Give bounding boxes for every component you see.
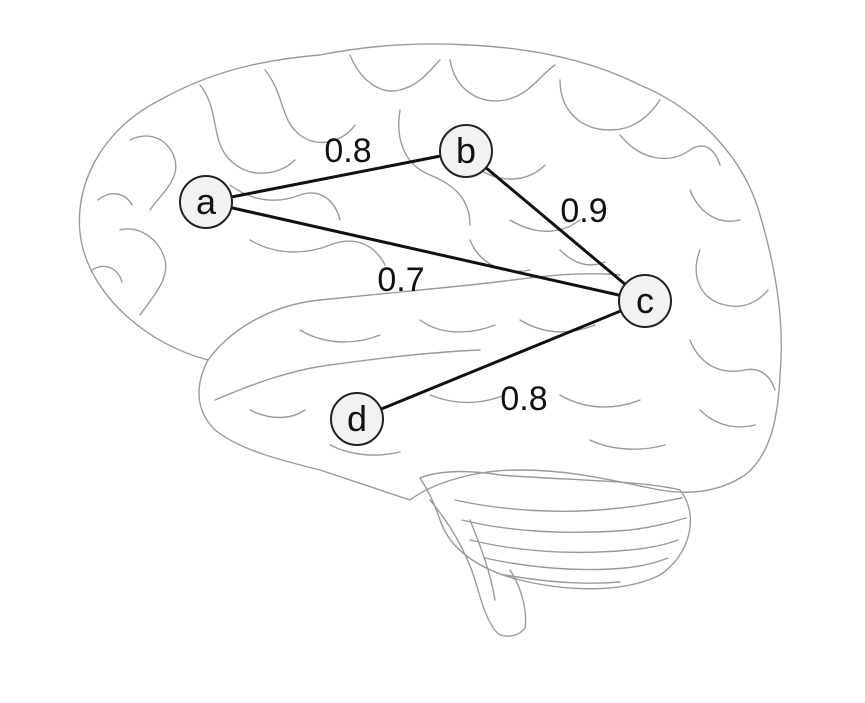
edge-label-b-c: 0.9: [560, 192, 607, 230]
nodes: a b c d: [179, 124, 672, 446]
edge-a-c: [204, 200, 647, 303]
node-b: b: [439, 124, 493, 178]
edges: [204, 149, 647, 421]
edge-label-a-b: 0.8: [324, 132, 371, 170]
node-label-c: c: [636, 280, 654, 321]
edge-b-c: [464, 149, 647, 303]
edge-d-c: [355, 299, 647, 421]
edge-label-d-c: 0.8: [500, 380, 547, 418]
edge-label-a-c: 0.7: [377, 261, 424, 299]
node-label-a: a: [196, 181, 217, 222]
node-a: a: [179, 175, 233, 229]
edge-a-b: [204, 149, 468, 204]
edge-labels: 0.8 0.9 0.7 0.8: [324, 132, 607, 418]
node-label-d: d: [347, 398, 367, 439]
brain-illustration: [78, 43, 782, 637]
node-d: d: [330, 392, 384, 446]
node-c: c: [618, 274, 672, 328]
node-label-b: b: [456, 130, 476, 171]
